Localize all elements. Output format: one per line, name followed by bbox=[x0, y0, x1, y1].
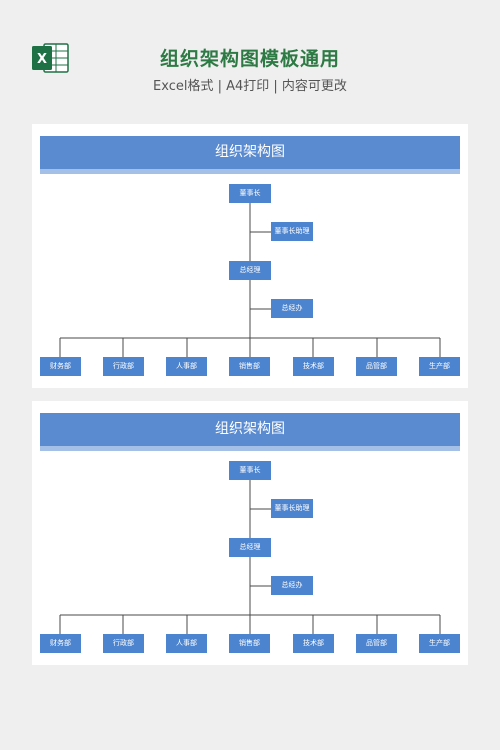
page-title: 组织架构图模板通用 bbox=[159, 48, 340, 70]
org-chart-sheet: 组织架构图 董事长 董事长助理 总经理 总经办 财务部 行政部 人事部 销售部 … bbox=[32, 401, 468, 665]
excel-icon: X bbox=[32, 43, 69, 73]
node-dept-finance: 财务部 bbox=[40, 634, 81, 653]
node-dept-quality: 品管部 bbox=[356, 357, 397, 376]
node-chairman: 董事长 bbox=[229, 184, 271, 203]
node-dept-finance: 财务部 bbox=[40, 357, 81, 376]
node-dept-hr: 人事部 bbox=[166, 357, 207, 376]
node-general-manager: 总经理 bbox=[229, 261, 271, 280]
node-dept-quality: 品管部 bbox=[356, 634, 397, 653]
node-dept-sales: 销售部 bbox=[229, 634, 270, 653]
org-chart-sheet: 组织架构图 董事长 董事长助理 总经理 总经办 财务部 行政部 人事部 销售部 … bbox=[32, 124, 468, 388]
node-dept-admin: 行政部 bbox=[103, 357, 144, 376]
connector-lines bbox=[59, 203, 441, 357]
node-dept-tech: 技术部 bbox=[293, 357, 334, 376]
node-gm-office: 总经办 bbox=[271, 576, 313, 595]
node-gm-office: 总经办 bbox=[271, 299, 313, 318]
chart-title: 组织架构图 bbox=[40, 413, 460, 451]
node-chairman-assistant: 董事长助理 bbox=[271, 222, 313, 241]
node-dept-sales: 销售部 bbox=[229, 357, 270, 376]
node-dept-hr: 人事部 bbox=[166, 634, 207, 653]
chart-title: 组织架构图 bbox=[40, 136, 460, 174]
node-dept-production: 生产部 bbox=[419, 634, 460, 653]
node-dept-tech: 技术部 bbox=[293, 634, 334, 653]
connector-lines bbox=[59, 480, 441, 634]
node-dept-production: 生产部 bbox=[419, 357, 460, 376]
node-dept-admin: 行政部 bbox=[103, 634, 144, 653]
excel-logo-letter: X bbox=[37, 52, 47, 67]
node-chairman: 董事长 bbox=[229, 461, 271, 480]
node-general-manager: 总经理 bbox=[229, 538, 271, 557]
node-chairman-assistant: 董事长助理 bbox=[271, 499, 313, 518]
page-subtitle: Excel格式 | A4打印 | 内容可更改 bbox=[153, 79, 347, 94]
